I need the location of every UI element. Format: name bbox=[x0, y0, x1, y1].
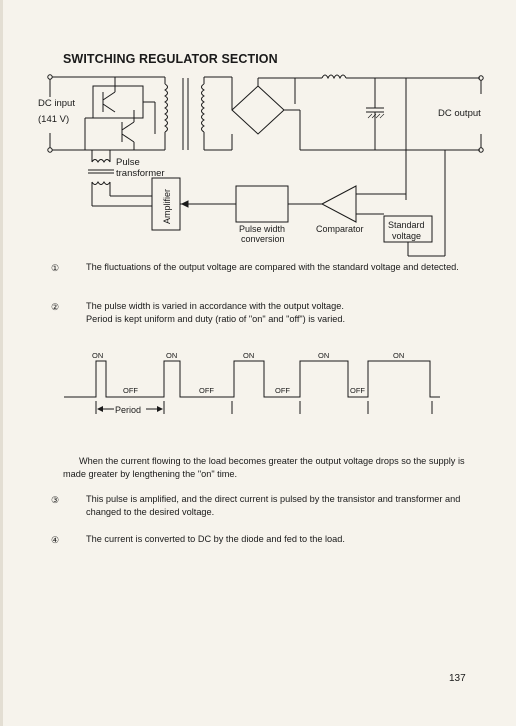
item-number-3: ③ bbox=[50, 495, 60, 505]
section-title: SWITCHING REGULATOR SECTION bbox=[63, 52, 278, 66]
off-label-3: OFF bbox=[275, 386, 290, 395]
off-label-2: OFF bbox=[199, 386, 214, 395]
page-number: 137 bbox=[449, 673, 466, 684]
input-terminal-top bbox=[47, 74, 53, 80]
on-label-1: ON bbox=[92, 351, 103, 360]
item-text-2b: Period is kept uniform and duty (ratio o… bbox=[86, 314, 346, 324]
off-label-1: OFF bbox=[123, 386, 138, 395]
pulse-transformer-label-2: transformer bbox=[116, 168, 165, 179]
standard-voltage-label-1: Standard bbox=[388, 220, 425, 230]
comparator-label: Comparator bbox=[316, 224, 364, 234]
on-label-5: ON bbox=[393, 351, 404, 360]
off-label-4: OFF bbox=[350, 386, 365, 395]
pulse-transformer-label-1: Pulse bbox=[116, 157, 140, 168]
item-text-2: The pulse width is varied in accordance … bbox=[86, 301, 344, 311]
body-paragraph: When the current flowing to the load bec… bbox=[63, 456, 465, 479]
item-text-4: The current is converted to DC by the di… bbox=[86, 534, 345, 544]
dc-output-label: DC output bbox=[438, 108, 481, 119]
dc-input-label: DC input bbox=[38, 98, 75, 109]
on-label-2: ON bbox=[166, 351, 177, 360]
item-text-3: This pulse is amplified, and the direct … bbox=[86, 494, 461, 517]
item-number-2: ② bbox=[50, 302, 60, 312]
pulse-width-label-1: Pulse width bbox=[239, 224, 285, 234]
pulse-width-box bbox=[235, 185, 289, 223]
input-terminal-bottom bbox=[47, 147, 53, 153]
amplifier-label: Amplifier bbox=[162, 189, 172, 224]
item-number-4: ④ bbox=[50, 535, 60, 545]
dc-input-value: (141 V) bbox=[38, 114, 69, 125]
pulse-width-label-2: conversion bbox=[241, 234, 285, 244]
circuit-diagram: DC input (141 V) DC output Pulse transfo… bbox=[38, 74, 484, 257]
on-label-4: ON bbox=[318, 351, 329, 360]
period-label: Period bbox=[115, 405, 141, 415]
on-label-3: ON bbox=[243, 351, 254, 360]
pulse-waveform-diagram: ON ON ON ON ON OFF OFF OFF OFF Period bbox=[64, 351, 440, 415]
item-text-1: The fluctuations of the output voltage a… bbox=[86, 262, 459, 272]
item-number-1: ① bbox=[50, 263, 60, 273]
standard-voltage-label-2: voltage bbox=[392, 231, 421, 241]
comparator-symbol bbox=[320, 185, 357, 223]
